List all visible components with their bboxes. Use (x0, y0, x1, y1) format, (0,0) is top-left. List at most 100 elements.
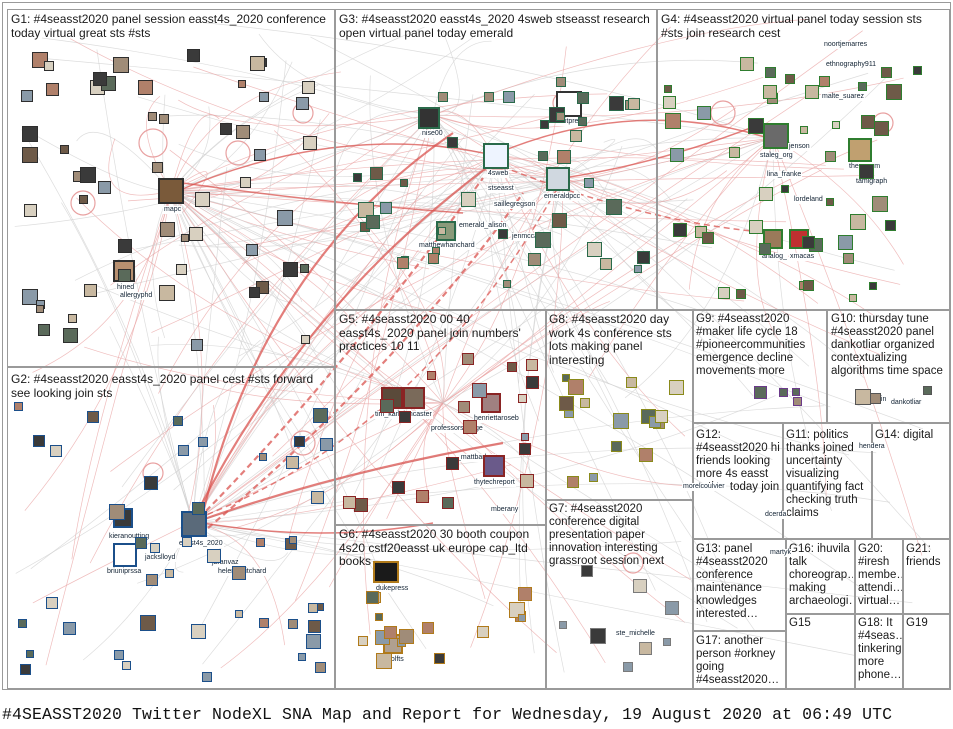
node-avatar[interactable] (343, 495, 357, 509)
node-avatar[interactable] (558, 620, 567, 629)
node-avatar[interactable] (36, 304, 45, 313)
node-avatar[interactable] (697, 106, 712, 121)
node-avatar[interactable] (578, 116, 588, 126)
node-avatar[interactable] (525, 358, 538, 371)
node-avatar[interactable] (802, 235, 816, 249)
node-avatar[interactable] (552, 212, 568, 228)
node-avatar[interactable] (63, 328, 79, 344)
node-avatar[interactable] (528, 253, 542, 267)
node-avatar[interactable] (220, 122, 233, 135)
node-avatar[interactable] (32, 435, 45, 448)
node-avatar[interactable] (849, 213, 866, 230)
node-avatar[interactable] (609, 96, 625, 112)
node-avatar[interactable] (526, 376, 540, 390)
node-avatar[interactable] (438, 226, 447, 235)
node-avatar[interactable] (518, 586, 533, 601)
node-avatar[interactable] (747, 118, 764, 135)
node-avatar[interactable] (259, 452, 268, 461)
node-avatar[interactable] (570, 129, 583, 142)
node-avatar[interactable] (663, 84, 672, 93)
node-avatar[interactable] (13, 401, 23, 411)
node-avatar[interactable] (18, 619, 28, 629)
node-avatar[interactable] (301, 81, 315, 95)
node-avatar[interactable] (518, 442, 531, 455)
node-avatar[interactable] (118, 238, 133, 253)
node-avatar[interactable] (112, 56, 129, 73)
node-avatar[interactable] (623, 661, 634, 672)
node-avatar[interactable] (235, 610, 244, 619)
node-avatar-henriettaroseb[interactable] (481, 393, 501, 413)
node-avatar[interactable] (353, 172, 363, 182)
node-avatar[interactable] (832, 121, 841, 130)
node-avatar[interactable] (758, 243, 771, 256)
node-avatar[interactable] (589, 628, 606, 645)
node-avatar[interactable] (763, 84, 778, 99)
node-avatar[interactable] (870, 392, 882, 404)
node-avatar[interactable] (22, 289, 39, 306)
node-avatar[interactable] (517, 394, 527, 404)
node-avatar-4sweb[interactable] (483, 143, 509, 169)
node-avatar[interactable] (586, 242, 602, 258)
node-avatar[interactable] (632, 578, 647, 593)
node-avatar[interactable] (874, 120, 890, 136)
node-avatar[interactable] (188, 227, 203, 242)
node-avatar[interactable] (285, 455, 299, 469)
node-avatar[interactable] (781, 185, 790, 194)
node-avatar[interactable] (802, 279, 814, 291)
node-avatar[interactable] (638, 642, 652, 656)
node-avatar-staleg_org[interactable] (763, 123, 789, 149)
node-avatar[interactable] (177, 445, 189, 457)
node-avatar[interactable] (779, 388, 789, 398)
node-avatar[interactable] (447, 136, 459, 148)
node-avatar[interactable] (84, 284, 98, 298)
node-avatar[interactable] (118, 268, 132, 282)
node-avatar[interactable] (246, 243, 259, 256)
node-avatar[interactable] (59, 144, 69, 154)
node-avatar[interactable] (20, 89, 33, 102)
node-avatar[interactable] (792, 397, 802, 407)
node-avatar[interactable] (379, 398, 394, 413)
node-avatar[interactable] (46, 597, 59, 610)
node-avatar[interactable] (754, 386, 768, 400)
node-avatar[interactable] (180, 233, 189, 242)
node-avatar[interactable] (581, 565, 594, 578)
node-avatar[interactable] (190, 338, 203, 351)
node-avatar[interactable] (539, 119, 549, 129)
node-avatar[interactable] (93, 72, 108, 87)
node-avatar[interactable] (859, 163, 875, 179)
node-avatar[interactable] (277, 209, 294, 226)
node-avatar[interactable] (538, 151, 549, 162)
node-avatar[interactable] (477, 626, 490, 639)
node-avatar[interactable] (384, 626, 397, 640)
node-avatar[interactable] (718, 286, 731, 299)
node-avatar[interactable] (140, 614, 157, 631)
node-avatar[interactable] (259, 92, 270, 103)
node-avatar[interactable] (665, 600, 680, 615)
node-avatar-easst4s_2020[interactable] (181, 511, 207, 537)
node-avatar[interactable] (497, 228, 508, 239)
node-avatar[interactable] (302, 136, 317, 151)
node-avatar[interactable] (172, 415, 183, 426)
node-avatar[interactable] (665, 112, 682, 129)
node-avatar[interactable] (391, 480, 405, 494)
node-avatar[interactable] (235, 125, 250, 140)
node-avatar[interactable] (397, 257, 410, 270)
node-avatar[interactable] (462, 420, 477, 435)
node-avatar[interactable] (765, 66, 777, 78)
node-avatar[interactable] (519, 474, 534, 489)
node-avatar[interactable] (159, 114, 170, 125)
node-avatar-nise00[interactable] (418, 107, 440, 129)
node-avatar[interactable] (375, 612, 384, 621)
node-avatar[interactable] (854, 388, 871, 405)
node-avatar[interactable] (758, 186, 773, 201)
node-avatar[interactable] (256, 538, 266, 548)
node-avatar[interactable] (471, 382, 487, 398)
node-avatar[interactable] (415, 489, 429, 503)
node-avatar[interactable] (24, 204, 38, 218)
node-avatar-tim_karl_lancaster-2[interactable] (403, 387, 425, 409)
node-avatar[interactable] (248, 286, 260, 298)
node-avatar[interactable] (885, 219, 897, 231)
node-avatar[interactable] (818, 76, 830, 88)
node-avatar[interactable] (400, 178, 409, 187)
node-avatar[interactable] (509, 601, 526, 618)
